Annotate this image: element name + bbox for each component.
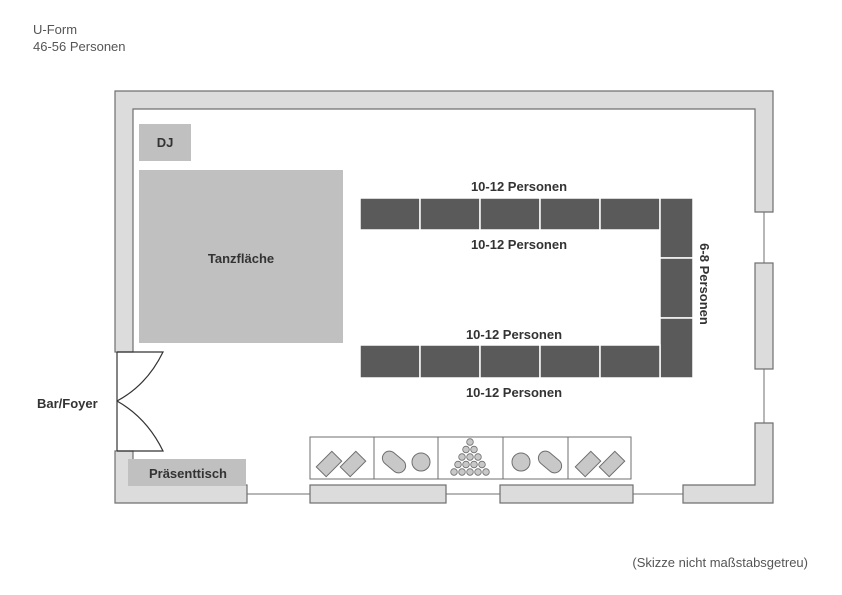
dance-floor-label: Tanzfläche bbox=[208, 251, 274, 266]
table-top-4 bbox=[539, 197, 601, 231]
table-label-top-inner: 10-12 Personen bbox=[471, 237, 567, 252]
table-top-5 bbox=[599, 197, 661, 231]
tables bbox=[359, 197, 694, 379]
dj-label: DJ bbox=[157, 135, 174, 150]
table-top-3 bbox=[479, 197, 541, 231]
buffet-dishes bbox=[315, 450, 626, 478]
platter-icon bbox=[598, 450, 626, 478]
pastry-dot bbox=[478, 460, 486, 469]
door-icon bbox=[116, 351, 164, 452]
wall-bottom-window-1 bbox=[309, 484, 447, 504]
pastry-dot bbox=[470, 445, 478, 454]
wall-right-window bbox=[754, 262, 774, 370]
pastry-dot bbox=[450, 468, 458, 476]
pastry-dot bbox=[470, 460, 478, 469]
pastry-dot bbox=[474, 468, 482, 476]
wall-bottom-right bbox=[682, 422, 774, 504]
oval-dish-icon bbox=[381, 450, 407, 474]
pastry-dot bbox=[482, 468, 490, 476]
pastry-dot bbox=[462, 445, 470, 454]
pastry-dot bbox=[474, 453, 482, 461]
table-top-2 bbox=[419, 197, 481, 231]
bowl-icon bbox=[411, 452, 431, 472]
dj-booth bbox=[139, 124, 191, 161]
pastry-dot bbox=[466, 468, 474, 476]
table-bottom-3 bbox=[479, 344, 541, 379]
platter-icon bbox=[315, 450, 343, 478]
table-bottom-4 bbox=[539, 344, 601, 379]
table-label-bottom-outer: 10-12 Personen bbox=[466, 385, 562, 400]
layout-name: U-Form bbox=[33, 22, 78, 37]
wall-bottom-window-2 bbox=[499, 484, 634, 504]
pastry-dot bbox=[458, 453, 466, 461]
pastry-pyramid-icon bbox=[450, 438, 490, 476]
table-bottom-5 bbox=[599, 344, 661, 379]
presentation-table bbox=[128, 459, 246, 486]
table-side-2 bbox=[659, 257, 694, 319]
table-label-side: 6-8 Personen bbox=[697, 243, 712, 325]
pastry-dot bbox=[458, 468, 466, 476]
table-side-3 bbox=[659, 317, 694, 379]
entrance-label: Bar/Foyer bbox=[37, 396, 98, 411]
table-bottom-1 bbox=[359, 344, 421, 379]
window-lines bbox=[247, 212, 765, 495]
platter-icon bbox=[339, 450, 367, 478]
capacity-text: 46-56 Personen bbox=[33, 39, 126, 54]
bowl-icon bbox=[511, 452, 531, 472]
pastry-dot bbox=[466, 453, 474, 461]
table-label-bottom-inner: 10-12 Personen bbox=[466, 327, 562, 342]
table-bottom-2 bbox=[419, 344, 481, 379]
scale-note: (Skizze nicht maßstabsgetreu) bbox=[632, 555, 808, 570]
dance-floor bbox=[139, 170, 343, 343]
table-top-1 bbox=[359, 197, 421, 231]
pastry-dot bbox=[462, 460, 470, 469]
oval-dish-icon bbox=[537, 450, 563, 474]
pastry-dot bbox=[466, 438, 474, 446]
table-side-1 bbox=[659, 197, 694, 259]
pastry-dot bbox=[454, 460, 462, 469]
presentation-table-label: Präsenttisch bbox=[149, 466, 227, 481]
platter-icon bbox=[574, 450, 602, 478]
table-label-top-outer: 10-12 Personen bbox=[471, 179, 567, 194]
